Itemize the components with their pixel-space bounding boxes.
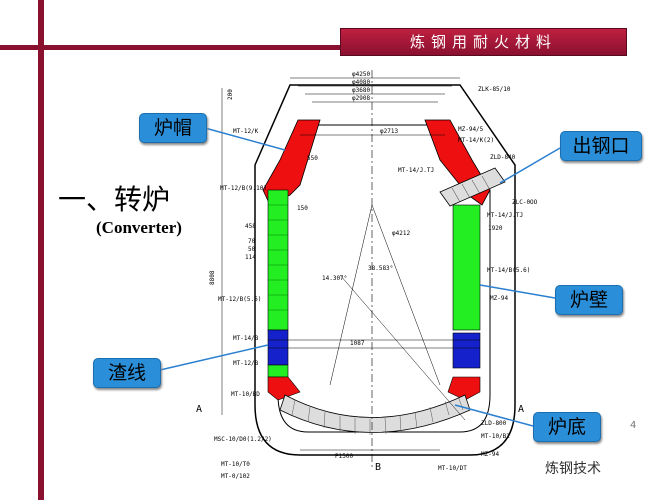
part-mt12k: MT-12/K [233, 128, 259, 135]
part-mt14k: MT-14/K(2) [458, 137, 494, 144]
callout-bottom: 炉底 [533, 412, 601, 442]
section-a-right: A [518, 404, 524, 415]
dim-d4080: φ4080 [352, 79, 370, 86]
callout-taphole: 出钢口 [560, 131, 642, 161]
page-number: 4 [630, 420, 637, 431]
wall-right-green [452, 204, 481, 331]
part-mt12bt: MT-12/B(9.10) [220, 185, 267, 192]
part-mt10bd: MT-10/BD [231, 391, 260, 398]
bottom-hatching [291, 395, 464, 435]
part-zld840: ZLD-840 [490, 154, 516, 161]
dim-1087: 1087 [350, 340, 365, 347]
dim-d4212: φ4212 [392, 230, 410, 237]
angle-2: 38.583° [368, 265, 393, 272]
cone-right [371, 204, 441, 386]
part-mz94: MZ-94 [490, 295, 508, 302]
left-wall-courses [268, 204, 288, 311]
page-subtitle: (Converter) [96, 218, 182, 237]
taphole-nozzle [439, 167, 506, 207]
inner-lining [277, 124, 491, 433]
part-mt14jz: MT-14/J.TJ [487, 212, 523, 219]
dim-8808: 8808 [209, 270, 216, 285]
dim-d4250: φ4250 [352, 71, 370, 78]
dim-70: 70 [248, 238, 256, 245]
part-mz945: MZ-94/5 [458, 126, 484, 133]
dim-550: 550 [307, 155, 318, 162]
part-mt10102: MT-0/102 [221, 473, 250, 480]
dim-d3680: φ3680 [352, 87, 370, 94]
bottom-right-red [447, 376, 481, 401]
bottom-left-red [267, 376, 301, 401]
dim-d2908: φ2908 [352, 95, 370, 102]
dim-114: 114 [245, 254, 256, 261]
part-mt12bl: MT-12/B [233, 360, 259, 367]
dim-150: 150 [297, 205, 308, 212]
part-mt14jt: MT-14/J.TJ [398, 167, 434, 174]
callout-wall: 炉壁 [555, 285, 623, 315]
cone-diag [339, 274, 466, 421]
part-msc: MSC-10/D0(1.2/2) [214, 436, 272, 443]
watermark: 炼钢技术 [545, 461, 601, 477]
top-horizontal-rule [0, 45, 340, 50]
callout-leaders [159, 127, 561, 427]
part-mt10t0: MT-10/T0 [221, 461, 250, 468]
callout-slagline: 渣线 [93, 358, 161, 388]
part-zld800: ZLD-800 [481, 420, 507, 427]
bottom-lining [279, 394, 471, 433]
slagline-left-blue [267, 329, 289, 366]
banner: 炼钢用耐火材料 [340, 28, 627, 56]
part-zlc: ZLC-0OO [512, 199, 538, 206]
part-mt10dt: MT-10/DT [438, 465, 467, 472]
dim-p1500: P1500 [335, 453, 353, 460]
slagline-right-blue [452, 332, 481, 369]
outer-shell [254, 84, 516, 456]
dim-50: 50 [248, 246, 256, 253]
part-mz94b: MZ-94 [481, 451, 499, 458]
part-mt14b56: MT-14/B(5.6) [487, 267, 530, 274]
cone-left [329, 204, 373, 386]
section-b: B [375, 462, 381, 473]
taphole-hatching [451, 175, 491, 203]
left-vertical-rule [38, 0, 44, 500]
wall-left-green [267, 189, 289, 331]
part-mt10b2: MT-10/B2 [481, 433, 510, 440]
dim-d2713: φ2713 [380, 128, 398, 135]
part-mt12b56: MT-12/B(5.6) [218, 296, 261, 303]
dim-200: 200 [227, 89, 234, 100]
part-zlk: ZLK-85/10 [478, 86, 511, 93]
page-title: 一、转炉 [58, 183, 171, 216]
callout-cap: 炉帽 [139, 113, 207, 143]
wall-left-lower-green [267, 364, 289, 378]
section-a-left: A [196, 404, 202, 415]
part-mt14bl: MT-14/B [233, 335, 259, 342]
part-1920: 1920 [488, 225, 503, 232]
top-dimension-lines [221, 77, 480, 451]
dim-458: 458 [245, 223, 256, 230]
angle-1: 14.307° [322, 275, 347, 282]
